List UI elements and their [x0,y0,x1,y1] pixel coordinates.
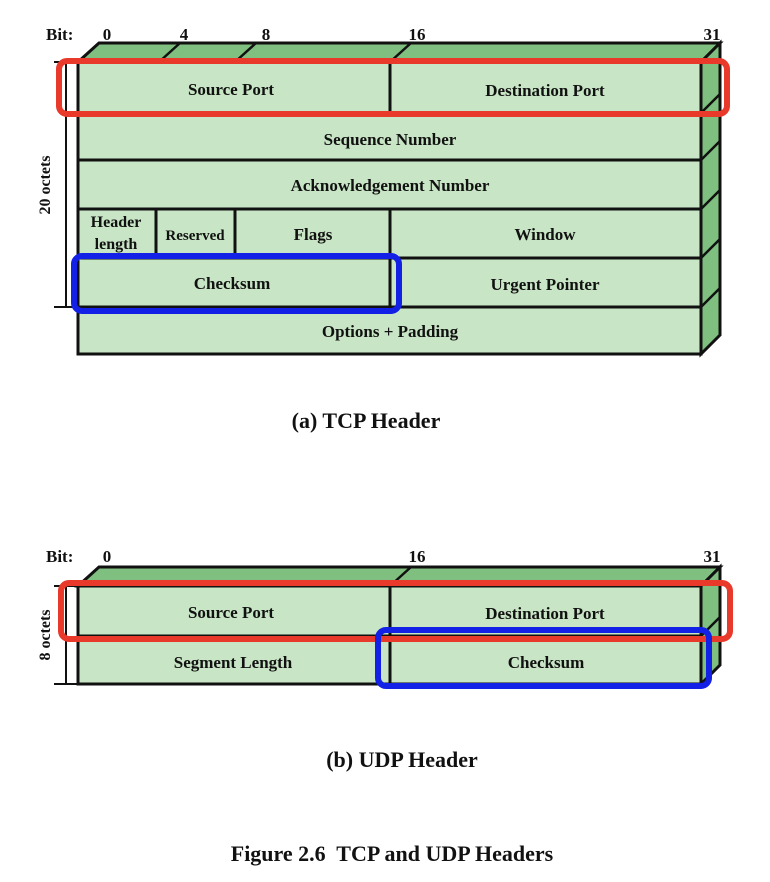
udp-bit-label: Bit: [46,547,73,566]
udp-segment-length-cell [76,634,392,686]
tcp-window-label: Window [514,225,576,244]
tcp-options-padding-cell [76,305,703,356]
udp-bit-0: 0 [103,547,112,566]
udp-checksum-label: Checksum [508,653,585,672]
udp-header-diagram: Bit: 0 16 31 Source Port Destination Por… [37,547,733,772]
tcp-bit-8: 8 [262,25,271,44]
tcp-urgent-pointer-cell [388,256,703,309]
tcp-side-divider [700,189,721,210]
tcp-destination-port-label: Destination Port [485,81,605,100]
tcp-checksum-label: Checksum [194,274,271,293]
tcp-header-length-label-line2: length [95,236,138,253]
tcp-source-port-label: Source Port [188,80,274,99]
tcp-bit-label: Bit: [46,25,73,44]
tcp-checksum-highlight [71,253,402,314]
tcp-bit-16: 16 [409,25,426,44]
tcp-side-divider [700,287,721,308]
tcp-options-padding-label: Options + Padding [322,322,459,341]
tcp-side-divider [700,238,721,259]
tcp-side-divider [700,93,721,114]
udp-segment-length-label: Segment Length [174,653,293,672]
udp-checksum-highlight [375,627,712,689]
tcp-octets-label: 20 octets [37,155,54,214]
tcp-side-divider [700,140,721,161]
udp-bit-16: 16 [409,547,426,566]
tcp-window-cell [388,207,703,260]
tcp-bit-0: 0 [103,25,112,44]
tcp-ack-number-label: Acknowledgement Number [291,176,490,195]
tcp-reserved-label: Reserved [165,228,225,244]
tcp-bit-31: 31 [704,25,721,44]
udp-caption: (b) UDP Header [326,747,478,772]
tcp-header-length-label-line1: Header [91,214,142,231]
udp-ports-highlight [58,580,733,642]
figure-caption: Figure 2.6 TCP and UDP Headers [231,841,554,866]
tcp-urgent-pointer-label: Urgent Pointer [490,275,600,294]
tcp-flags-label: Flags [294,225,333,244]
udp-bit-31: 31 [704,547,721,566]
tcp-sequence-number-label: Sequence Number [324,130,457,149]
udp-octets-label: 8 octets [37,609,54,660]
tcp-header-diagram: Bit: 0 4 8 16 31 Sourc [37,25,730,433]
tcp-bit-4: 4 [180,25,189,44]
udp-destination-port-label: Destination Port [485,604,605,623]
udp-source-port-label: Source Port [188,603,274,622]
tcp-caption: (a) TCP Header [292,408,441,433]
udp-checksum-cell [388,634,703,686]
udp-octets-ruler [54,585,78,685]
tcp-ports-highlight [56,58,730,117]
